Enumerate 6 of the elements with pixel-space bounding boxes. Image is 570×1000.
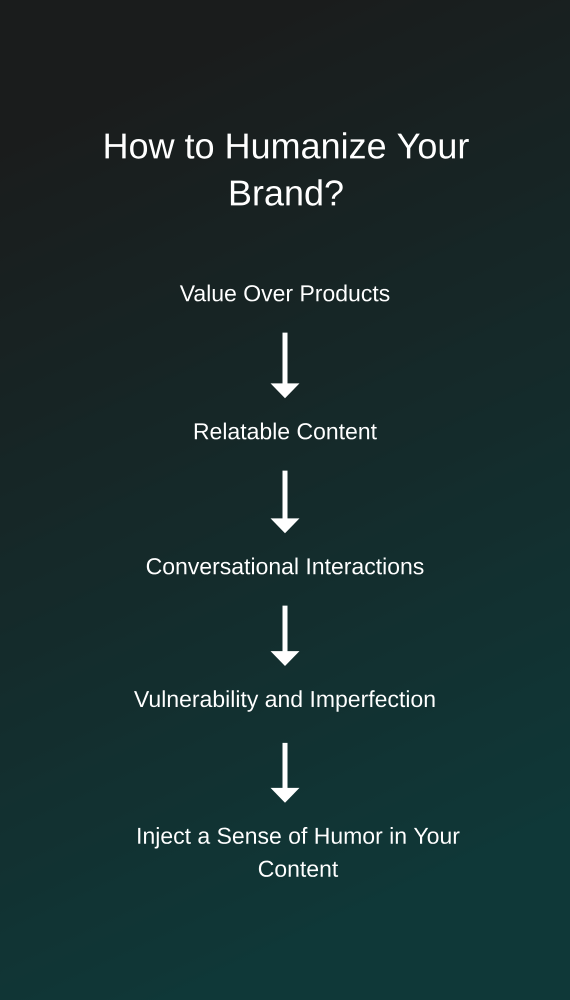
step-text: Vulnerability and Imperfection	[134, 690, 435, 712]
step-text: Conversational Interactions	[146, 558, 424, 574]
title: How to Humanize Your Brand?	[106, 132, 469, 206]
step-text: Relatable Content	[194, 422, 377, 440]
step-text: Value Over Products	[180, 284, 390, 302]
step-text: Inject a Sense of Humor in Your Content	[138, 827, 460, 877]
